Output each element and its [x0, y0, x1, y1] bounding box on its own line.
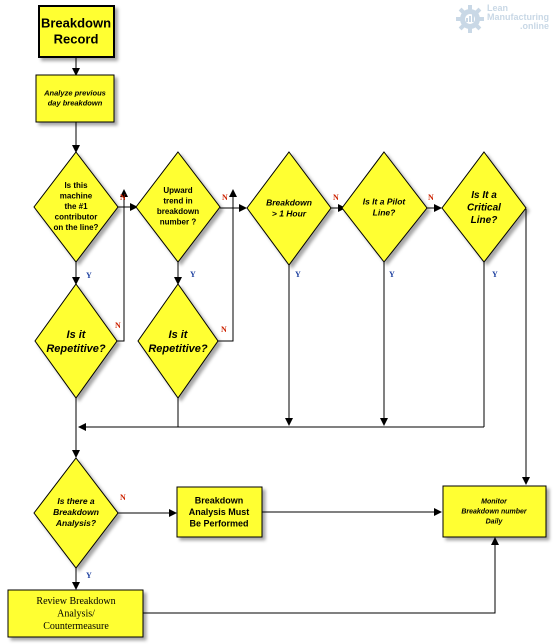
must-label-line: Analysis Must [189, 507, 250, 517]
watermark-logo: Lean Manufacturing .online [455, 2, 559, 36]
start-label-line: Breakdown [41, 16, 111, 31]
must-label-line: Be Performed [189, 519, 248, 529]
analysis-label-line: Breakdown [53, 507, 99, 517]
upward-label-line: trend in [163, 197, 192, 206]
no-label-pilot: N [428, 193, 434, 202]
upward-diamond [135, 151, 221, 263]
pilot-label-line: Is It a Pilot [363, 196, 407, 206]
shapes [7, 5, 547, 638]
pilot-diamond [341, 151, 428, 263]
no-label-contributor: N [120, 193, 126, 202]
yes-label-contributor: Y [86, 271, 92, 280]
contributor-label-line: contributor [55, 212, 98, 221]
review-label-line: Countermeasure [43, 621, 109, 632]
gear-icon [456, 5, 484, 33]
review-box [7, 589, 144, 638]
must-box [176, 486, 263, 538]
no-label-repetitive1: N [115, 321, 121, 330]
analysis-diamond [33, 457, 119, 569]
analysis-label-line: Is there a [57, 496, 95, 506]
review-label-line: Analysis/ [57, 609, 95, 620]
no-label-hour: N [333, 193, 339, 202]
hour-label: Breakdown> 1 Hour [266, 197, 312, 218]
yes-label-pilot: Y [389, 270, 395, 279]
yes-label-hour: Y [295, 270, 301, 279]
contributor-label-line: the #1 [64, 202, 88, 211]
repetitive2-label-line: Repetitive? [148, 343, 208, 355]
critical-label-line: Critical [467, 203, 501, 214]
hour-diamond [246, 151, 332, 266]
repetitive1-label-line: Is it [67, 329, 87, 341]
upward-label-line: number ? [160, 218, 197, 227]
contributor-label-line: on the line? [54, 223, 99, 232]
must-label-line: Breakdown [195, 496, 244, 506]
analysis-label-line: Analysis? [55, 518, 97, 528]
upward-label-line: breakdown [157, 207, 199, 216]
critical-label-line: Line? [471, 215, 498, 226]
start-label-line: Record [54, 32, 99, 47]
connector-repetitive1-no [117, 189, 128, 342]
monitor-box [442, 485, 547, 538]
monitor-label-line: Monitor [481, 498, 508, 505]
analyze-label-line: Analyze previous [43, 89, 106, 98]
analyze-box [35, 74, 115, 123]
watermark-text: Lean Manufacturing .online [487, 3, 549, 31]
pilot-label-line: Line? [373, 207, 396, 217]
monitor-label-line: Breakdown number [461, 508, 528, 515]
connector-repetitive2-no [218, 189, 237, 342]
yes-label-analysis: Y [86, 571, 92, 580]
contributor-label-line: machine [60, 191, 93, 200]
contributor-label-line: Is this [64, 181, 88, 190]
no-label-repetitive2: N [221, 325, 227, 334]
upward-label-line: Upward [163, 186, 192, 195]
no-label-upward: N [222, 193, 228, 202]
analyze-label-line: day breakdown [48, 99, 103, 108]
repetitive2-diamond [137, 283, 219, 399]
review-label-line: Review Breakdown [36, 596, 115, 607]
start-box [38, 5, 115, 58]
critical-label-line: Is It a [471, 190, 497, 201]
repetitive1-label: Is it Repetitive? [46, 329, 106, 355]
yes-label-upward: Y [190, 270, 196, 279]
yes-label-critical: Y [492, 270, 498, 279]
no-label-analysis: N [120, 493, 126, 502]
connector-review-monitor [143, 537, 499, 614]
repetitive1-diamond [34, 283, 118, 399]
connectors [72, 58, 530, 614]
branch-labels: N N N N N N N Y Y Y Y Y Y [86, 193, 498, 580]
hour-label-line: > 1 Hour [272, 208, 307, 218]
critical-diamond [441, 151, 527, 263]
repetitive2-label-line: Is it [169, 329, 189, 341]
contributor-diamond [33, 151, 119, 263]
repetitive1-label-line: Repetitive? [46, 343, 106, 355]
monitor-label-line: Daily [486, 518, 504, 525]
repetitive2-label: Is it Repetitive? [148, 329, 208, 355]
hour-label-line: Breakdown [266, 197, 312, 207]
